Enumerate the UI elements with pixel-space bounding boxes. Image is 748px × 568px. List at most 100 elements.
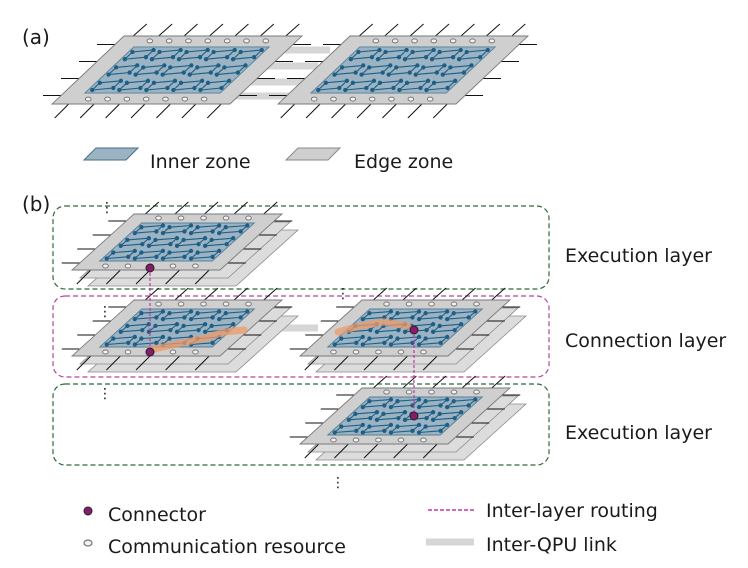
- qubit: [196, 327, 201, 333]
- qubit: [353, 411, 358, 417]
- qubit-lattice: [90, 47, 264, 93]
- qubit: [388, 63, 393, 68]
- qubit: [154, 254, 159, 259]
- qubit: [238, 315, 243, 320]
- qubit: [445, 309, 450, 314]
- communication-resource: [352, 437, 360, 443]
- wire: [76, 353, 94, 371]
- qubit: [437, 323, 442, 329]
- qubit: [395, 424, 400, 429]
- qubit: [391, 85, 396, 91]
- qubit: [466, 403, 471, 408]
- qubit: [124, 80, 130, 85]
- qubit: [259, 47, 264, 53]
- qubit: [361, 63, 366, 68]
- wire: [280, 101, 298, 119]
- qubit: [369, 55, 375, 60]
- wire: [407, 101, 425, 119]
- qubit: [174, 329, 180, 334]
- communication-resource: [223, 38, 231, 44]
- execution-layer-bottom-box: [52, 383, 550, 466]
- communication-resource: [469, 38, 476, 44]
- communication-resource: [450, 301, 458, 307]
- qubit: [127, 70, 132, 75]
- qubit: [140, 241, 145, 247]
- qubit: [205, 47, 210, 53]
- qubit: [104, 256, 109, 261]
- communication-resource: [185, 38, 192, 44]
- qubit: [450, 55, 456, 60]
- communication-resource: [330, 437, 337, 443]
- communication-resources: [102, 215, 252, 269]
- qubit: [217, 309, 222, 314]
- qubit: [160, 256, 166, 261]
- qpu-chip-conn-left: [61, 287, 300, 373]
- communication-resource: [245, 301, 252, 307]
- qubit: [223, 225, 228, 230]
- qubit: [151, 47, 156, 53]
- qubit: [172, 78, 178, 83]
- qubit: [452, 327, 457, 333]
- wire: [393, 353, 410, 371]
- qubit: [371, 78, 377, 83]
- qubit: [90, 87, 95, 93]
- communication-resource: [449, 38, 457, 44]
- qubit: [139, 336, 144, 341]
- qubit: [332, 430, 337, 435]
- qubit: [132, 230, 137, 236]
- communication-resource: [375, 437, 382, 443]
- qubit: [430, 410, 436, 415]
- communication-resource: [397, 437, 405, 443]
- qubit: [143, 55, 149, 60]
- qubit: [421, 65, 426, 70]
- qubit: [202, 236, 208, 241]
- wire: [76, 267, 94, 285]
- wire: [382, 101, 399, 119]
- qubit: [189, 63, 194, 68]
- qubit: [395, 311, 400, 316]
- qubit: [209, 323, 214, 329]
- qubit: [360, 404, 365, 410]
- qubit: [452, 415, 457, 421]
- wire: [165, 353, 182, 371]
- communication-resource: [200, 215, 207, 221]
- communication-resource: [368, 96, 376, 102]
- legend-connector-label: Connector: [108, 504, 206, 526]
- qubit: [219, 85, 224, 91]
- qubit: [388, 422, 394, 428]
- qubit: [350, 80, 356, 85]
- qubit: [348, 57, 353, 62]
- qubit: [187, 72, 192, 77]
- qubit: [162, 63, 167, 68]
- qubit: [437, 411, 442, 417]
- qubit: [466, 315, 471, 320]
- qubit-lattice: [104, 223, 250, 261]
- qubit: [243, 63, 248, 68]
- qubit: [456, 57, 462, 62]
- qubit-lattice: [316, 47, 490, 93]
- qubit: [344, 78, 350, 83]
- qubit: [138, 85, 143, 91]
- qubit: [388, 404, 394, 410]
- qubit: [174, 243, 180, 248]
- connector: [409, 411, 419, 421]
- wire: [194, 267, 212, 285]
- qubit: [388, 430, 394, 435]
- qubit: [332, 342, 337, 347]
- qubit: [149, 57, 155, 62]
- qubit: [197, 55, 203, 60]
- communication-resource: [169, 349, 177, 355]
- qubit: [238, 229, 243, 234]
- qubit: [203, 57, 209, 62]
- qubit: [416, 342, 422, 347]
- qubit: [451, 311, 456, 316]
- qubit: [386, 72, 391, 77]
- qubit: [230, 57, 236, 62]
- qubit: [364, 85, 369, 91]
- connection-layer-label: Connection layer: [565, 330, 726, 352]
- qubit: [130, 49, 135, 55]
- qubit: [188, 230, 194, 236]
- qubit: [165, 85, 170, 91]
- qubit: [473, 397, 478, 402]
- legend-inner-zone-swatch: [82, 147, 140, 161]
